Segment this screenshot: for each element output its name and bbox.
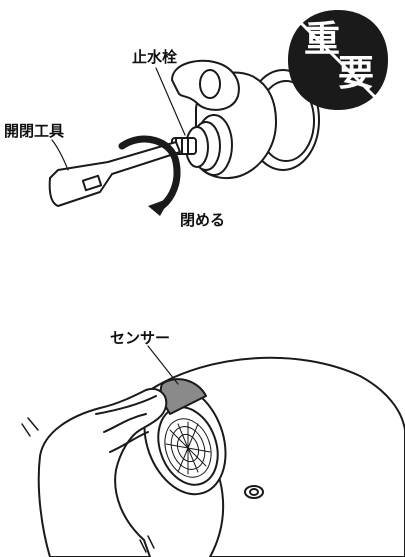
close-direction-arrow [118,135,181,210]
arrow-head [148,198,170,216]
valve-leader [155,67,186,136]
close-label: 閉める [180,211,226,229]
faucet-emblem [244,485,264,499]
valve-handle [171,59,240,111]
badge-char-1: 重 [304,19,341,60]
stop-valve-illustration [48,59,320,216]
hand [37,388,168,557]
faucet-sensor-illustration [21,345,405,557]
stop-valve-label: 止水栓 [132,48,178,66]
opening-tool [48,141,181,207]
badge-char-2: 要 [338,53,375,94]
important-badge [288,10,388,110]
tool-hole [81,174,103,192]
tool-leader [51,139,69,171]
opening-tool-label: 開閉工具 [4,122,65,140]
sensor-leader [147,345,179,385]
sensor-label: センサー [110,329,171,347]
aerator-mesh [164,418,212,478]
